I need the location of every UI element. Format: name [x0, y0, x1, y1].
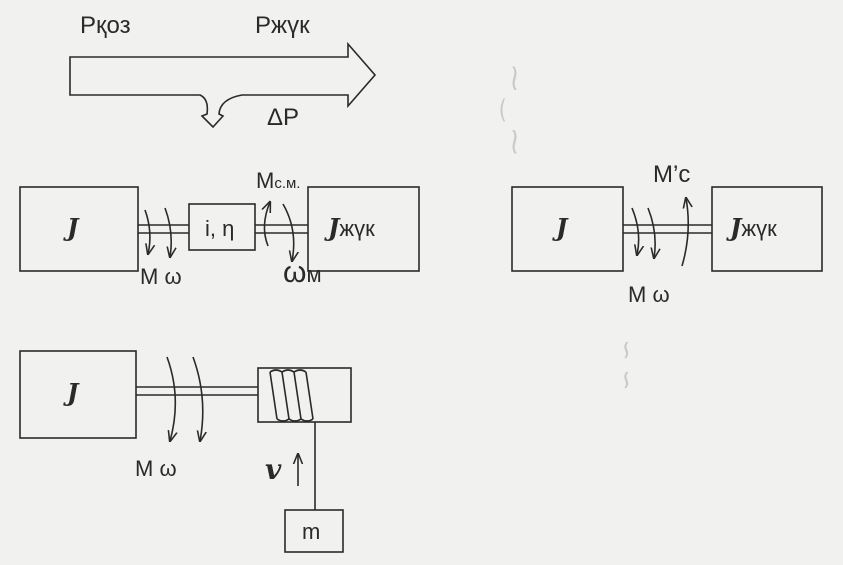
rope-winding	[269, 371, 314, 420]
motor-inertia-symbol: J	[556, 213, 568, 242]
load-inertia-symbol: J	[328, 213, 340, 242]
load-speed-label: ωм	[283, 258, 322, 288]
load-speed-arrow	[282, 203, 294, 261]
mass-box	[284, 509, 344, 553]
torque-speed-label: M ω	[628, 282, 670, 307]
power-flow-arrow	[69, 41, 377, 129]
drum-box	[257, 367, 352, 423]
torque-speed-label: M ω	[140, 264, 182, 289]
motor-inertia-box	[19, 186, 139, 272]
power-loss-label: ΔP	[267, 104, 300, 131]
speed-arrow	[192, 356, 203, 441]
torque-arrow	[144, 209, 150, 254]
load-inertia-box	[307, 186, 420, 272]
output-power-label: Ржүк	[255, 12, 310, 39]
torque-arrow	[631, 207, 639, 255]
velocity-symbol: v	[265, 453, 282, 486]
speed-arrow	[647, 207, 655, 258]
load-inertia-symbol: J	[730, 213, 742, 242]
input-power-label: Рқоз	[80, 12, 131, 39]
reduced-moment-arrow	[681, 198, 688, 267]
static-moment-symbol: M	[256, 168, 275, 193]
gearbox-box	[188, 203, 256, 251]
load-inertia-label: Jжүк	[730, 216, 777, 240]
rope-winding	[276, 418, 314, 422]
torque-arrow	[166, 356, 175, 441]
gear-ratio-efficiency: i, η	[205, 216, 235, 241]
motor-inertia-box	[511, 186, 624, 272]
load-inertia-box	[711, 186, 823, 272]
mass-label: m	[302, 519, 321, 544]
reduced-moment-label: M’c	[653, 161, 691, 188]
speed-arrow	[164, 207, 171, 257]
load-speed-symbol: ω	[283, 256, 307, 289]
torque-speed-label: M ω	[135, 456, 177, 481]
static-moment-subscript: с.м.	[274, 175, 301, 192]
load-inertia-label: Jжүк	[328, 216, 375, 240]
load-inertia-subscript: жүк	[741, 216, 777, 241]
static-moment-label: Mс.м.	[256, 170, 300, 192]
load-inertia-subscript: жүк	[339, 216, 375, 241]
rope-winding	[269, 369, 307, 373]
load-speed-subscript: м	[306, 262, 322, 287]
motor-inertia-symbol: J	[67, 378, 79, 407]
motor-inertia-symbol: J	[67, 213, 79, 242]
static-moment-arrow	[264, 202, 270, 247]
